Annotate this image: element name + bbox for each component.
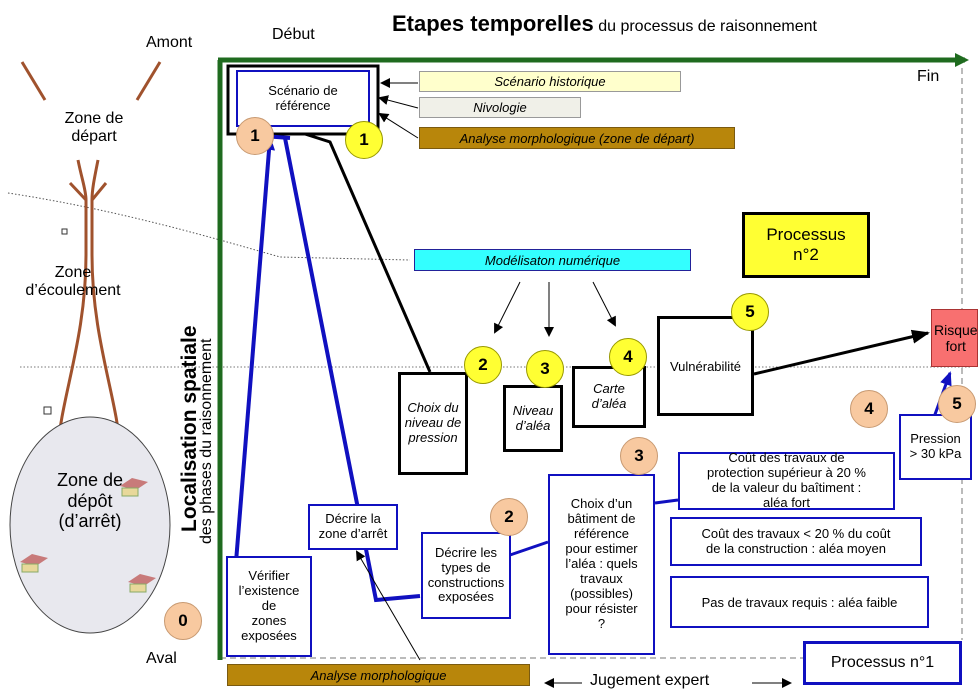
- zone-start-label: Zone de départ: [64, 110, 124, 146]
- numerical-modeling-bar: Modélisaton numérique: [414, 249, 691, 271]
- step-badge-yellow-1: 1: [345, 121, 383, 159]
- house-icon: [20, 554, 48, 573]
- zone-flow-label: Zone d’écoulement: [25, 264, 121, 300]
- process-1-box: Processus n°1: [803, 641, 962, 685]
- end-label: Fin: [917, 68, 940, 85]
- describe-stop-zone-box: Décrire la zone d’arrêt: [308, 504, 398, 550]
- hazard-map-box: Carte d’aléa: [572, 366, 646, 428]
- step-badge-yellow-3: 3: [526, 350, 564, 388]
- deposit-zone-ellipse: [9, 416, 171, 634]
- step-badge-yellow-4: 4: [609, 338, 647, 376]
- high-hazard-cost-box: Coût des travaux de protection supérieur…: [678, 450, 895, 510]
- divider-start-flow: [7, 192, 411, 261]
- verify-exposed-zones-box: Vérifier l’existence de zones exposées: [226, 556, 312, 657]
- step-badge-yellow-5: 5: [731, 293, 769, 331]
- title-rest: du processus de raisonnement: [593, 18, 817, 35]
- low-hazard-box: Pas de travaux requis : aléa faible: [670, 576, 929, 628]
- step-badge-peach-0: 0: [164, 602, 202, 640]
- step-badge-peach-1: 1: [236, 117, 274, 155]
- downstream-label: Aval: [146, 650, 177, 667]
- vertical-axis-subtitle: des phases du raisonnement: [198, 338, 215, 544]
- upstream-label: Amont: [146, 34, 193, 51]
- step-badge-peach-5: 5: [938, 385, 976, 423]
- pressure-threshold-box: Pression > 30 kPa: [899, 414, 972, 480]
- medium-hazard-cost-box: Coût des travaux < 20 % du coût de la co…: [670, 517, 922, 566]
- vulnerability-box: Vulnérabilité: [657, 316, 754, 416]
- morphological-analysis-bar: Analyse morphologique: [227, 664, 530, 686]
- step-badge-peach-2: 2: [490, 498, 528, 536]
- describe-constructions-box: Décrire les types de constructions expos…: [421, 532, 511, 619]
- start-label: Début: [272, 26, 315, 43]
- avalanche-channel-icon: [20, 61, 162, 451]
- historical-scenario-bar: Scénario historique: [419, 71, 681, 92]
- reference-building-box: Choix d’un bâtiment de référence pour es…: [548, 474, 655, 655]
- diagram-title: Etapes temporelles du processus de raiso…: [392, 11, 817, 37]
- pressure-level-box: Choix du niveau de pression: [398, 372, 468, 475]
- small-square-icon: [61, 228, 68, 235]
- nivology-bar: Nivologie: [419, 97, 581, 118]
- house-icon: [120, 478, 148, 497]
- process-2-box: Processus n°2: [742, 212, 870, 278]
- house-icon: [128, 574, 156, 593]
- step-badge-yellow-2: 2: [464, 346, 502, 384]
- reference-outline: [226, 64, 380, 136]
- title-main: Etapes temporelles: [392, 11, 594, 36]
- start-zone-analysis-bar: Analyse morphologique (zone de départ): [419, 127, 735, 149]
- zone-deposit-label: Zone de dépôt (d’arrêt): [56, 470, 124, 532]
- step-badge-peach-4: 4: [850, 390, 888, 428]
- hazard-level-box: Niveau d’aléa: [503, 385, 563, 452]
- high-risk-box: Risque fort: [931, 309, 978, 367]
- small-square-icon: [43, 406, 52, 415]
- step-badge-peach-3: 3: [620, 437, 658, 475]
- expert-judgment-label: Jugement expert: [590, 672, 710, 689]
